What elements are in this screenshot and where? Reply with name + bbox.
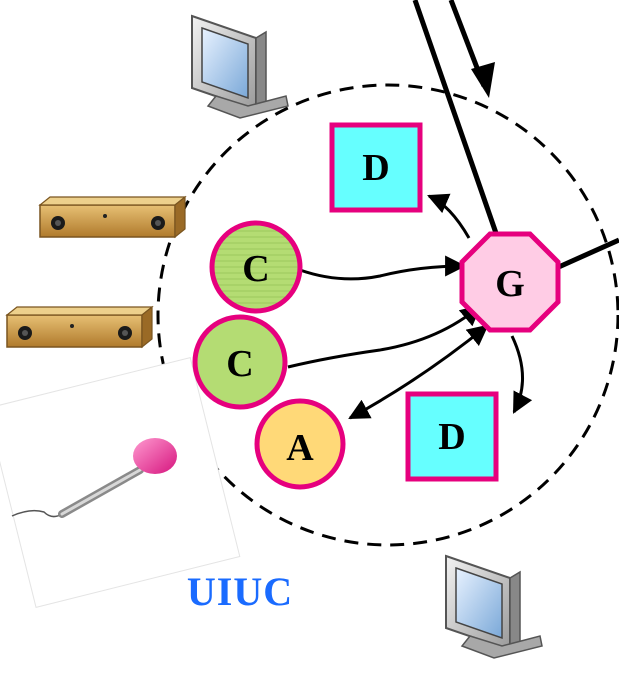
arrow-gateway-to-display-bottom (510, 335, 533, 414)
arrow-camera-bottom-to-gateway (287, 304, 482, 369)
audio-node-label: A (286, 427, 314, 469)
camera-node-bottom-label: C (226, 343, 253, 385)
camera-node-top-label: C (242, 248, 269, 290)
stereo-camera-icon (38, 195, 187, 239)
microphone-icon (0, 357, 241, 608)
wan-links (412, 0, 619, 273)
audio-node: A (254, 398, 346, 490)
arrow-camera-top-to-gateway (299, 255, 467, 281)
stereo-camera-icon (5, 305, 154, 349)
monitor-icon (445, 554, 543, 659)
display-node-top: D (329, 122, 423, 213)
connections (287, 193, 533, 420)
gateway-node-label: G (495, 263, 525, 305)
gateway-node: G (459, 231, 561, 333)
camera-node-bottom: C (192, 314, 288, 410)
display-node-bottom-label: D (438, 416, 465, 458)
display-node-top-label: D (362, 147, 389, 189)
site-label: UIUC (187, 569, 293, 614)
monitor-icon (191, 14, 289, 119)
arrow-gateway-to-display-top (427, 193, 471, 239)
camera-node-top: C (209, 220, 303, 314)
site-boundary (156, 83, 619, 547)
arrow-audio-gateway (348, 324, 489, 420)
display-node-bottom: D (405, 391, 499, 482)
